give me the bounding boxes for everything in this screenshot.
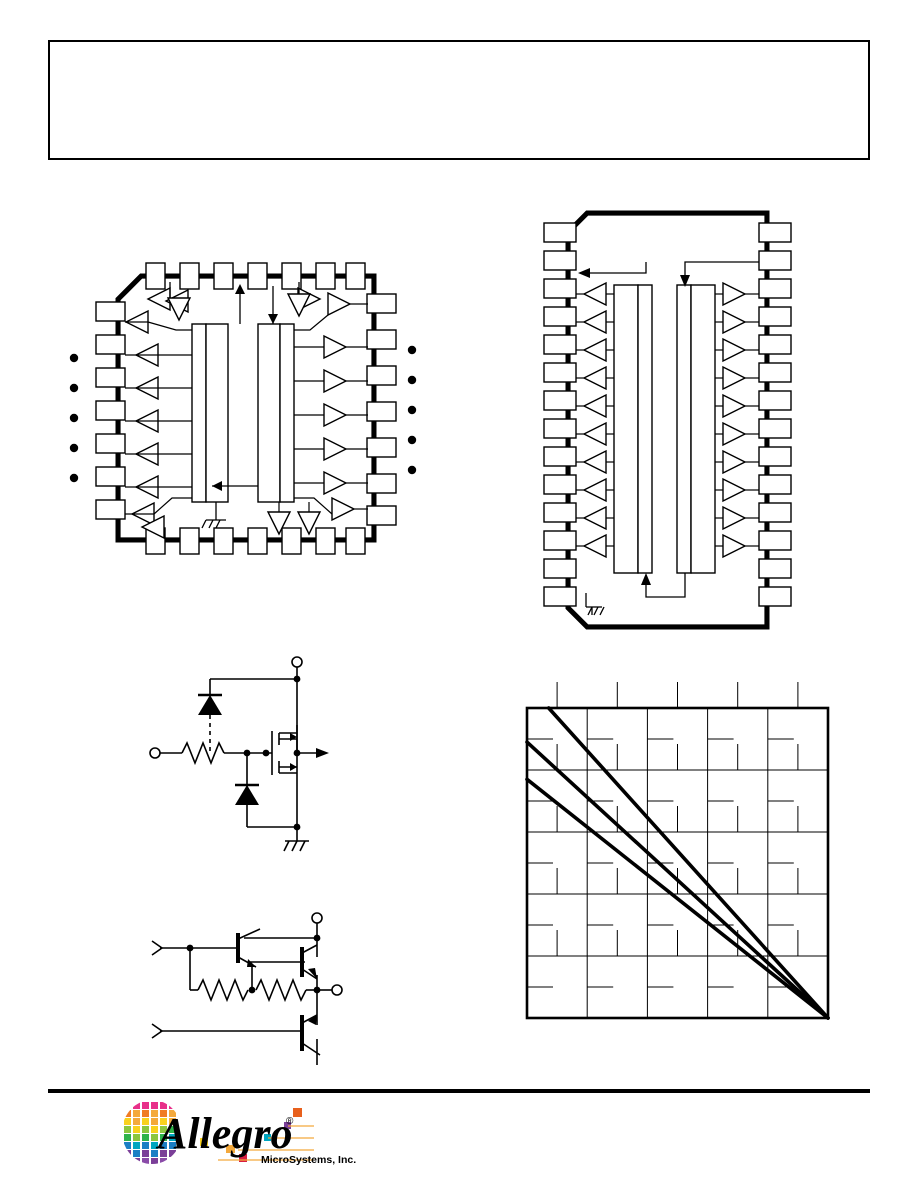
dip-right-buffers [722,281,747,559]
output-terminal [316,748,329,758]
p-channel-mosfet [290,733,297,741]
dip-block-diagram [530,205,810,650]
bullet-dot [407,405,417,415]
dip-left-buffers [582,281,607,559]
resistor-right [255,977,307,1003]
chart-line [546,706,830,1020]
bullet-dot [69,383,79,393]
logo-tagline: MicroSystems, Inc. [261,1154,356,1166]
upper-clamp-diode [198,679,222,751]
dip-package-outline [565,210,770,630]
chart-line [525,740,830,1020]
page-subtitle [50,50,868,58]
npn-sink-transistor [300,1014,321,1056]
input-terminal-upper [151,940,164,956]
bullet-dot [69,443,79,453]
cmos-ground-icon [283,840,309,852]
bullet-dot [407,345,417,355]
plcc-left-bullets [69,353,79,483]
plcc-bottom-wires [278,502,310,512]
dip-pins-left [543,222,577,607]
chart-minor-ticks [527,682,799,988]
logo-accent-rules [218,1125,314,1161]
resistor-left [197,977,249,1003]
bullet-dot [407,375,417,385]
output-terminal [331,984,343,996]
plcc-right-bullets [407,345,417,475]
dip-ground-icon [585,593,605,616]
npn-drive-transistor [300,944,318,980]
plcc-pins-top [145,262,366,290]
input-terminal-lower [151,1023,164,1039]
plcc-pins-left [95,301,126,520]
logo-wordmark: Allegro [155,1109,292,1158]
plcc-ground-icon [201,502,226,529]
n-channel-mosfet [290,763,297,771]
page-title [50,42,868,50]
cmos-wires [160,667,325,841]
chart-series-lines [525,706,830,1020]
plcc-pins-right [366,293,397,526]
series-resistor [181,740,225,766]
dip-pins-right [758,222,792,607]
pnp-transistor [236,928,261,968]
allegro-logo: Allegro ® MicroSystems, Inc. [118,1098,368,1168]
bullet-dot [69,473,79,483]
bullet-dot [69,413,79,423]
chart-line [525,777,830,1020]
bipolar-output-schematic [120,905,365,1070]
logo-registered-mark: ® [286,1116,294,1127]
dip-signal-routing [578,261,759,598]
dip-internal-blocks [613,284,716,574]
bullet-dot [407,435,417,445]
dip-left-wires [576,293,614,547]
cmos-junction-dots [243,675,301,831]
lower-clamp-diode [235,783,259,805]
cmos-output-schematic [120,645,345,880]
plcc-signal-arrows [169,282,300,491]
supply-terminal [311,912,323,924]
plcc-right-wires [294,303,368,515]
logo-accent-squares [200,1108,302,1162]
bipolar-wires [160,923,332,1065]
bullet-dot [69,353,79,363]
input-terminal [149,747,161,759]
bipolar-junction-dots [186,934,321,994]
plcc-right-buffers [297,286,356,522]
plcc-pins-bottom [145,527,366,555]
plcc-internal-blocks [191,323,295,503]
footer-divider [48,1089,870,1093]
plcc-left-wires [125,321,192,515]
plcc-block-diagram [60,258,450,570]
derating-chart [525,682,835,1022]
bullet-dot [407,465,417,475]
header-box [48,40,870,160]
supply-terminal [291,656,303,668]
dip-right-wires [715,293,759,547]
